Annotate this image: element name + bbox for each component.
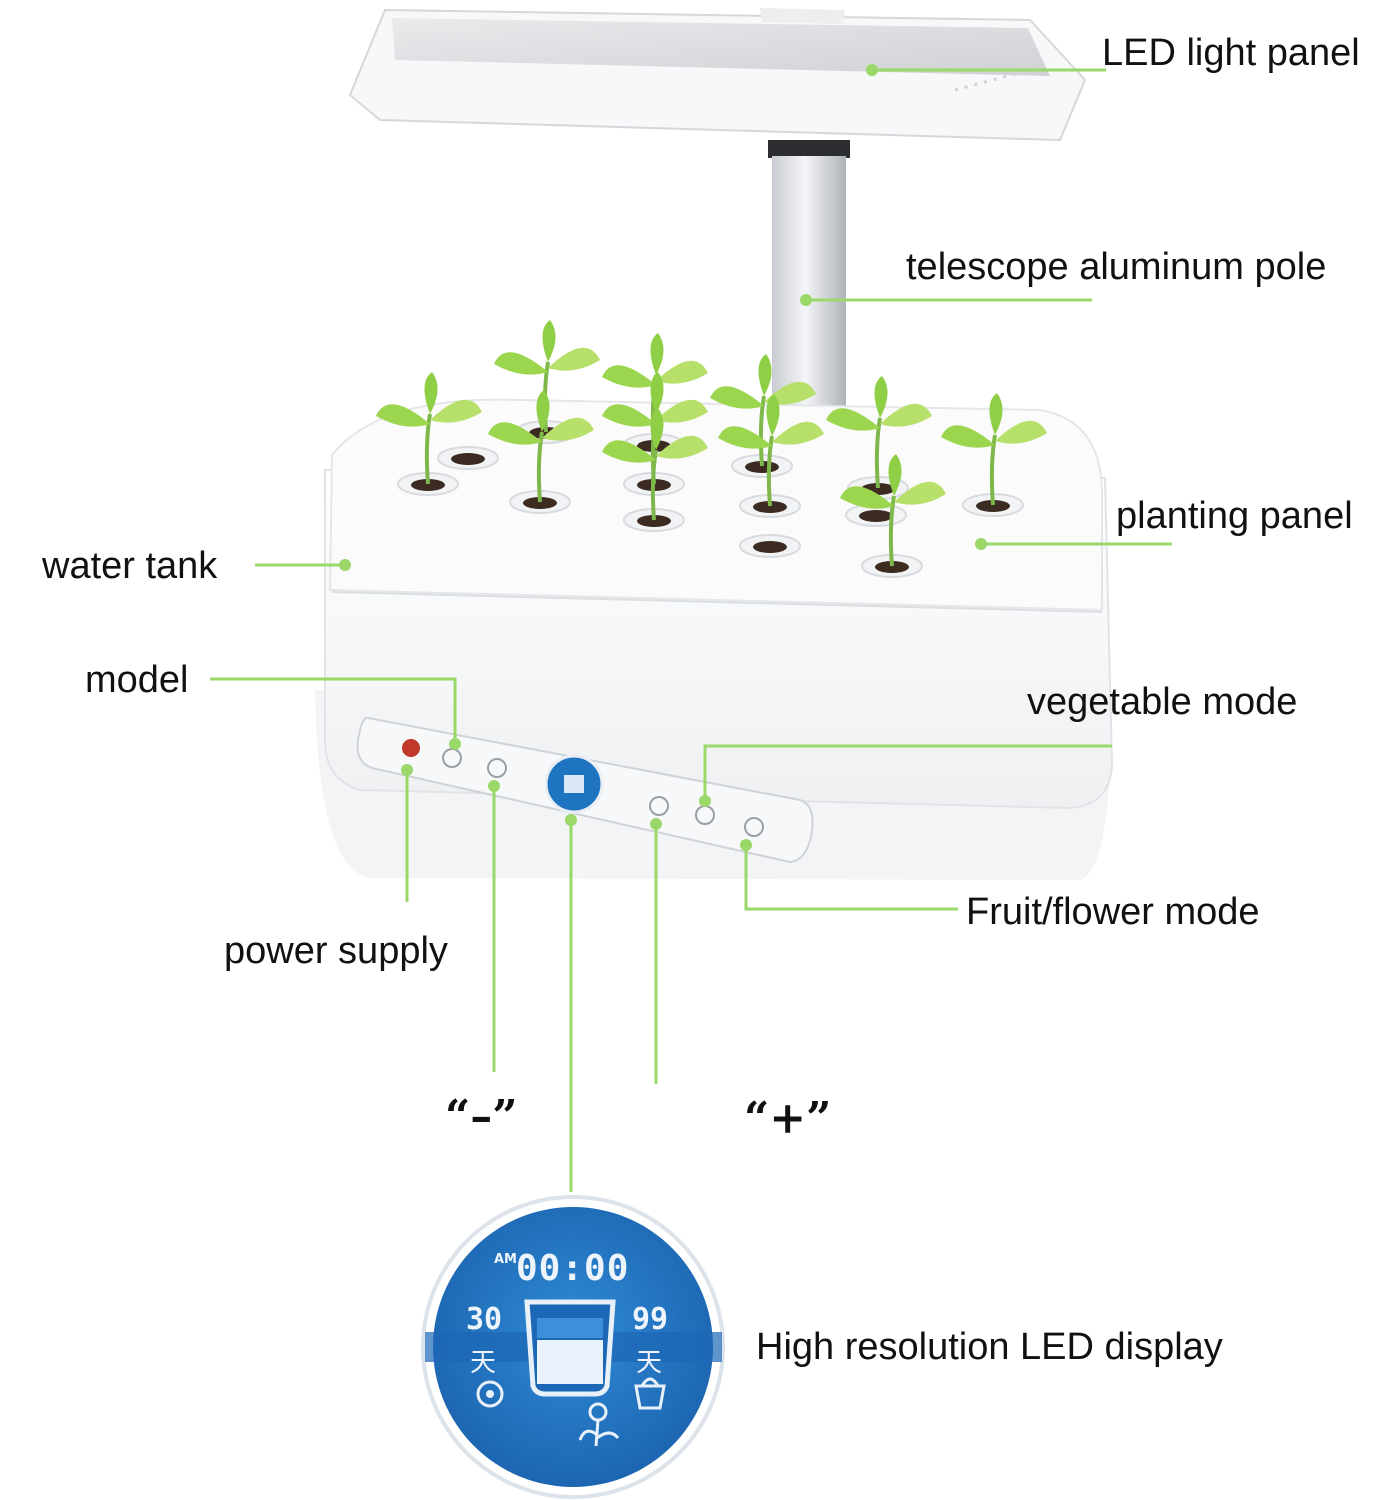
- display-left-unit: 天: [470, 1348, 497, 1378]
- display-right-number: 99: [632, 1302, 669, 1337]
- display-left-number: 30: [466, 1302, 503, 1337]
- flower-icon: [578, 1402, 620, 1447]
- telescope-pole-leader: [800, 294, 1092, 306]
- soil: [753, 501, 787, 513]
- planting-panel-leader: [975, 538, 1172, 550]
- seedling: [826, 376, 932, 489]
- soil: [637, 515, 671, 527]
- basket-icon: [634, 1377, 666, 1410]
- model-leader: [210, 677, 461, 750]
- plus-key-label: “+”: [744, 1093, 832, 1144]
- plus-key-leader: [650, 818, 662, 1084]
- led-light-panel-leader: [866, 64, 1106, 76]
- led-display-closeup: [421, 1195, 725, 1499]
- soil: [523, 497, 557, 509]
- seedling: [602, 408, 708, 521]
- seedling: [840, 454, 946, 567]
- seedling: [488, 390, 594, 503]
- seedling: [494, 320, 600, 433]
- minus-key-leader: [488, 780, 500, 1072]
- power-supply-leader: [401, 764, 413, 902]
- vegetable-mode-leader: [699, 744, 1112, 807]
- display-leader: [565, 814, 577, 1192]
- seedling: [376, 372, 482, 485]
- soil: [875, 561, 909, 573]
- planting-panel: [376, 320, 1047, 578]
- seedling: [710, 354, 816, 467]
- fruit-flower-mode-button[interactable]: [744, 817, 764, 837]
- display-right-unit: 天: [636, 1348, 663, 1378]
- seedling: [718, 394, 824, 507]
- water-tank-label: water tank: [42, 545, 218, 587]
- soil: [859, 510, 893, 522]
- plus-button[interactable]: [649, 796, 669, 816]
- led-light-panel-label: LED light panel: [1102, 32, 1360, 74]
- minus-key-label: “–”: [445, 1091, 518, 1142]
- model-label: model: [85, 659, 189, 701]
- power-supply-label: power supply: [224, 930, 448, 972]
- fruit-flower-mode-label: Fruit/flower mode: [966, 891, 1260, 933]
- soil: [753, 541, 787, 553]
- soil: [411, 479, 445, 491]
- seedling: [941, 393, 1047, 506]
- vegetable-mode-label: vegetable mode: [1027, 681, 1298, 723]
- minus-button[interactable]: [487, 758, 507, 778]
- display-time: 00:00: [516, 1248, 630, 1289]
- soil: [976, 500, 1010, 512]
- soil: [451, 453, 485, 465]
- led-display-label: High resolution LED display: [756, 1326, 1223, 1368]
- power-button[interactable]: [402, 739, 420, 757]
- telescope-pole-label: telescope aluminum pole: [906, 246, 1327, 288]
- fruit-flower-leader: [740, 839, 958, 911]
- led-light-panel: [348, 8, 1087, 142]
- seed-icon: [476, 1380, 504, 1408]
- planting-panel-label: planting panel: [1116, 495, 1353, 537]
- water-tank-leader: [255, 559, 351, 571]
- leader-lines: [210, 64, 1172, 1192]
- display-am: AM: [494, 1252, 517, 1267]
- control-strip: [356, 716, 814, 864]
